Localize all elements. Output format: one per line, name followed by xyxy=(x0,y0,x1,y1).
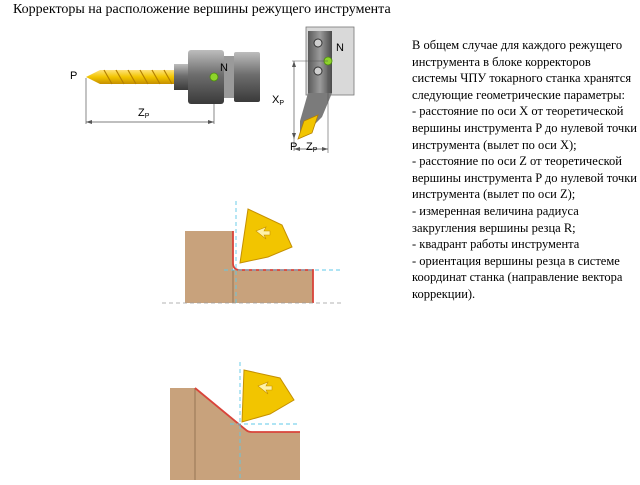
drill-zero-label: N xyxy=(220,62,228,74)
holder-x-label: XP xyxy=(272,94,285,107)
workpiece xyxy=(185,231,233,303)
description-text: В общем случае для каждого режущего инст… xyxy=(412,37,637,303)
slide-title: Корректоры на расположение вершины режущ… xyxy=(13,2,391,17)
part-contour xyxy=(194,387,300,433)
cutting-insert xyxy=(241,369,295,423)
holder-diagram xyxy=(292,26,355,153)
chamfer-diagram xyxy=(170,362,300,480)
cutting-insert xyxy=(239,208,293,264)
drill-diagram xyxy=(85,50,260,124)
parameter-item: - измеренная величина радиуса закруглени… xyxy=(412,203,579,235)
drill-figure: P N ZP xyxy=(60,40,265,130)
parameter-item: - расстояние по оси X от теоретической в… xyxy=(412,104,637,152)
zero-point-marker xyxy=(209,72,219,82)
turning-shoulder-figure xyxy=(160,195,345,310)
parameter-item: - ориентация вершины резца в системе коо… xyxy=(412,253,623,301)
drill-dimension-label: ZP xyxy=(138,107,150,120)
tool-holder xyxy=(188,50,224,104)
parameter-item: - квадрант работы инструмента xyxy=(412,237,580,252)
holder-figure: N XP P ZP xyxy=(270,25,360,155)
description-intro: В общем случае для каждого режущего инст… xyxy=(412,38,632,102)
holder-z-label: ZP xyxy=(306,141,318,154)
drill-bit xyxy=(86,70,174,84)
cutting-insert xyxy=(297,114,319,140)
drill-point-label: P xyxy=(70,70,78,82)
holder-zero-label: N xyxy=(336,42,344,54)
parameter-item: - расстояние по оси Z от теоретической в… xyxy=(412,154,637,202)
shoulder-diagram xyxy=(162,201,342,305)
workpiece xyxy=(170,388,300,480)
turning-chamfer-figure xyxy=(160,360,345,480)
holder-point-label: P xyxy=(290,141,298,153)
